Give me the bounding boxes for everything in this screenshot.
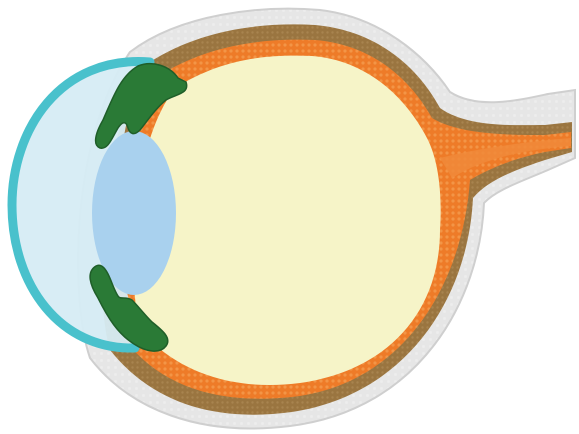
vitreous-body xyxy=(133,56,440,385)
vitreous-fill xyxy=(133,56,440,385)
